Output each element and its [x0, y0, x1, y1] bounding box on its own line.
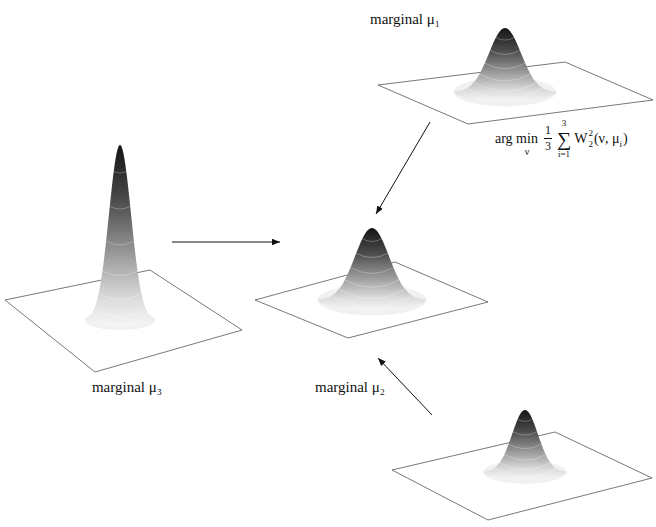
formula-part: i=1 [558, 150, 570, 159]
gaussian-plane: marginal μ₃ [3, 140, 245, 375]
contour-band [110, 206, 130, 209]
formula-part: 2 [588, 140, 593, 149]
formula-part: i [619, 140, 622, 149]
arrow-connector [172, 242, 280, 243]
contour-band [500, 463, 551, 470]
contour-band [513, 432, 537, 435]
plane-illustration [375, 22, 655, 128]
formula-part: 3 [545, 140, 551, 152]
contour-band [94, 310, 146, 317]
gaussian-surface [85, 145, 155, 327]
gaussian-plane: marginal μ₁ [375, 22, 655, 128]
contour-band [102, 271, 137, 276]
contour-band [494, 468, 556, 476]
contour-band [114, 171, 127, 173]
formula-part: 3 [562, 119, 567, 128]
formula-part: arg min [495, 132, 538, 146]
plane-illustration [3, 140, 245, 375]
plane-illustration [253, 222, 491, 340]
formula-part: (ν, μ [594, 132, 620, 146]
contour-band [490, 50, 520, 54]
contour-band [518, 419, 533, 421]
plane-illustration [390, 405, 654, 522]
contour-band [351, 268, 394, 274]
contour-band [356, 253, 388, 257]
gaussian-plane: arg minν133∑i=1W22(ν, μi) [253, 222, 491, 340]
gaussian-plane: marginal μ₂ [390, 405, 654, 522]
contour-band [332, 296, 413, 307]
formula-part: W [574, 132, 587, 146]
contour-band [496, 38, 514, 41]
marginal-label: marginal μ₁ [370, 12, 440, 27]
formula-part: ∑ [557, 129, 571, 149]
gaussian-surface [483, 410, 566, 480]
contour-band [509, 444, 542, 449]
formula-part: ) [623, 132, 628, 146]
formula-part: 1 [545, 124, 551, 136]
contour-band [474, 82, 536, 91]
contour-band [485, 63, 525, 69]
contour-band [99, 294, 142, 300]
marginal-label: marginal μ₂ [315, 380, 385, 395]
fraction-bar [544, 138, 552, 139]
contour-band [106, 241, 134, 245]
formula-part: ν [525, 147, 530, 157]
arrow-connector [378, 358, 432, 415]
gaussian-surface [318, 228, 427, 310]
contour-band [339, 289, 405, 298]
contour-band [362, 239, 381, 242]
contour-band [479, 74, 530, 81]
contour-band [467, 88, 543, 98]
contour-band [504, 455, 545, 461]
marginal-label: marginal μ₃ [92, 380, 162, 395]
gaussian-surface [454, 28, 556, 102]
formula-part: 2 [588, 129, 593, 138]
contour-band [345, 280, 399, 287]
arrow-connector [376, 122, 430, 214]
